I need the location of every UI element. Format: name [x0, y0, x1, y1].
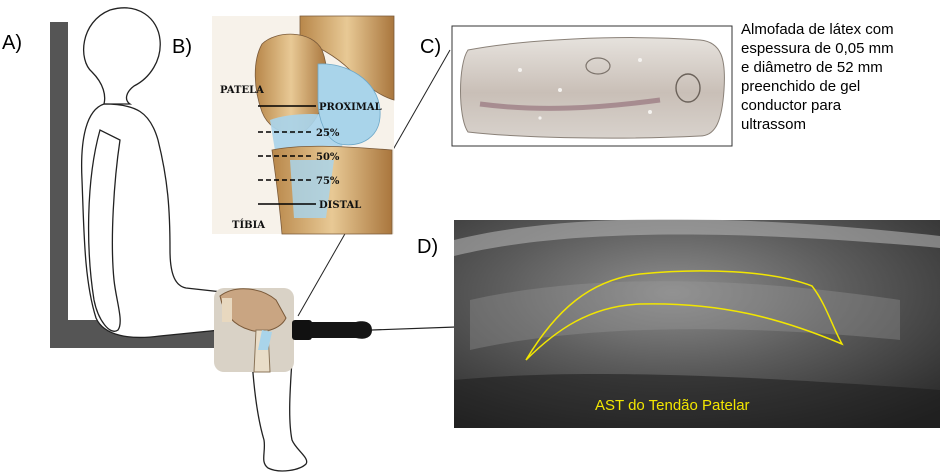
- label-tibia: TÍBIA: [232, 219, 265, 231]
- probe-body: [310, 321, 372, 338]
- ultrasound-probe: [292, 320, 456, 340]
- latex-pad-photo: [452, 26, 732, 146]
- pad-caption-line: preenchido de gel: [741, 77, 941, 96]
- label-distal: DISTAL: [319, 200, 361, 211]
- panel-label-b: B): [172, 36, 192, 59]
- panel-label-a: A): [2, 32, 22, 55]
- label-50: 50%: [316, 152, 340, 163]
- pad-caption-line: conductor para: [741, 96, 941, 115]
- probe-head: [292, 320, 312, 340]
- knee-anatomy-inset: [214, 288, 294, 372]
- label-patela: PATELA: [220, 85, 264, 96]
- ultrasound-caption: AST do Tendão Patelar: [595, 397, 750, 414]
- chair-backrest: [50, 22, 68, 322]
- panel-label-c: C): [420, 36, 441, 59]
- latex-pad: [461, 38, 725, 138]
- ultrasound-image: AST do Tendão Patelar: [454, 219, 940, 428]
- pad-caption-line: ultrassom: [741, 115, 941, 134]
- pad-caption: Almofada de látex com espessura de 0,05 …: [741, 20, 941, 134]
- patellar-tendon-anatomy: PATELA PROXIMAL 25% 50% 75% DISTAL TÍBIA: [212, 16, 394, 234]
- label-25: 25%: [316, 128, 340, 139]
- pad-caption-line: espessura de 0,05 mm: [741, 39, 941, 58]
- label-75: 75%: [316, 176, 340, 187]
- pad-caption-line: e diâmetro de 52 mm: [741, 58, 941, 77]
- probe-cable: [372, 327, 456, 330]
- label-proximal: PROXIMAL: [319, 102, 382, 113]
- panel-label-d: D): [417, 236, 438, 259]
- pad-caption-line: Almofada de látex com: [741, 20, 941, 39]
- head-outline: [84, 8, 161, 104]
- lower-leg-outline: [252, 360, 307, 471]
